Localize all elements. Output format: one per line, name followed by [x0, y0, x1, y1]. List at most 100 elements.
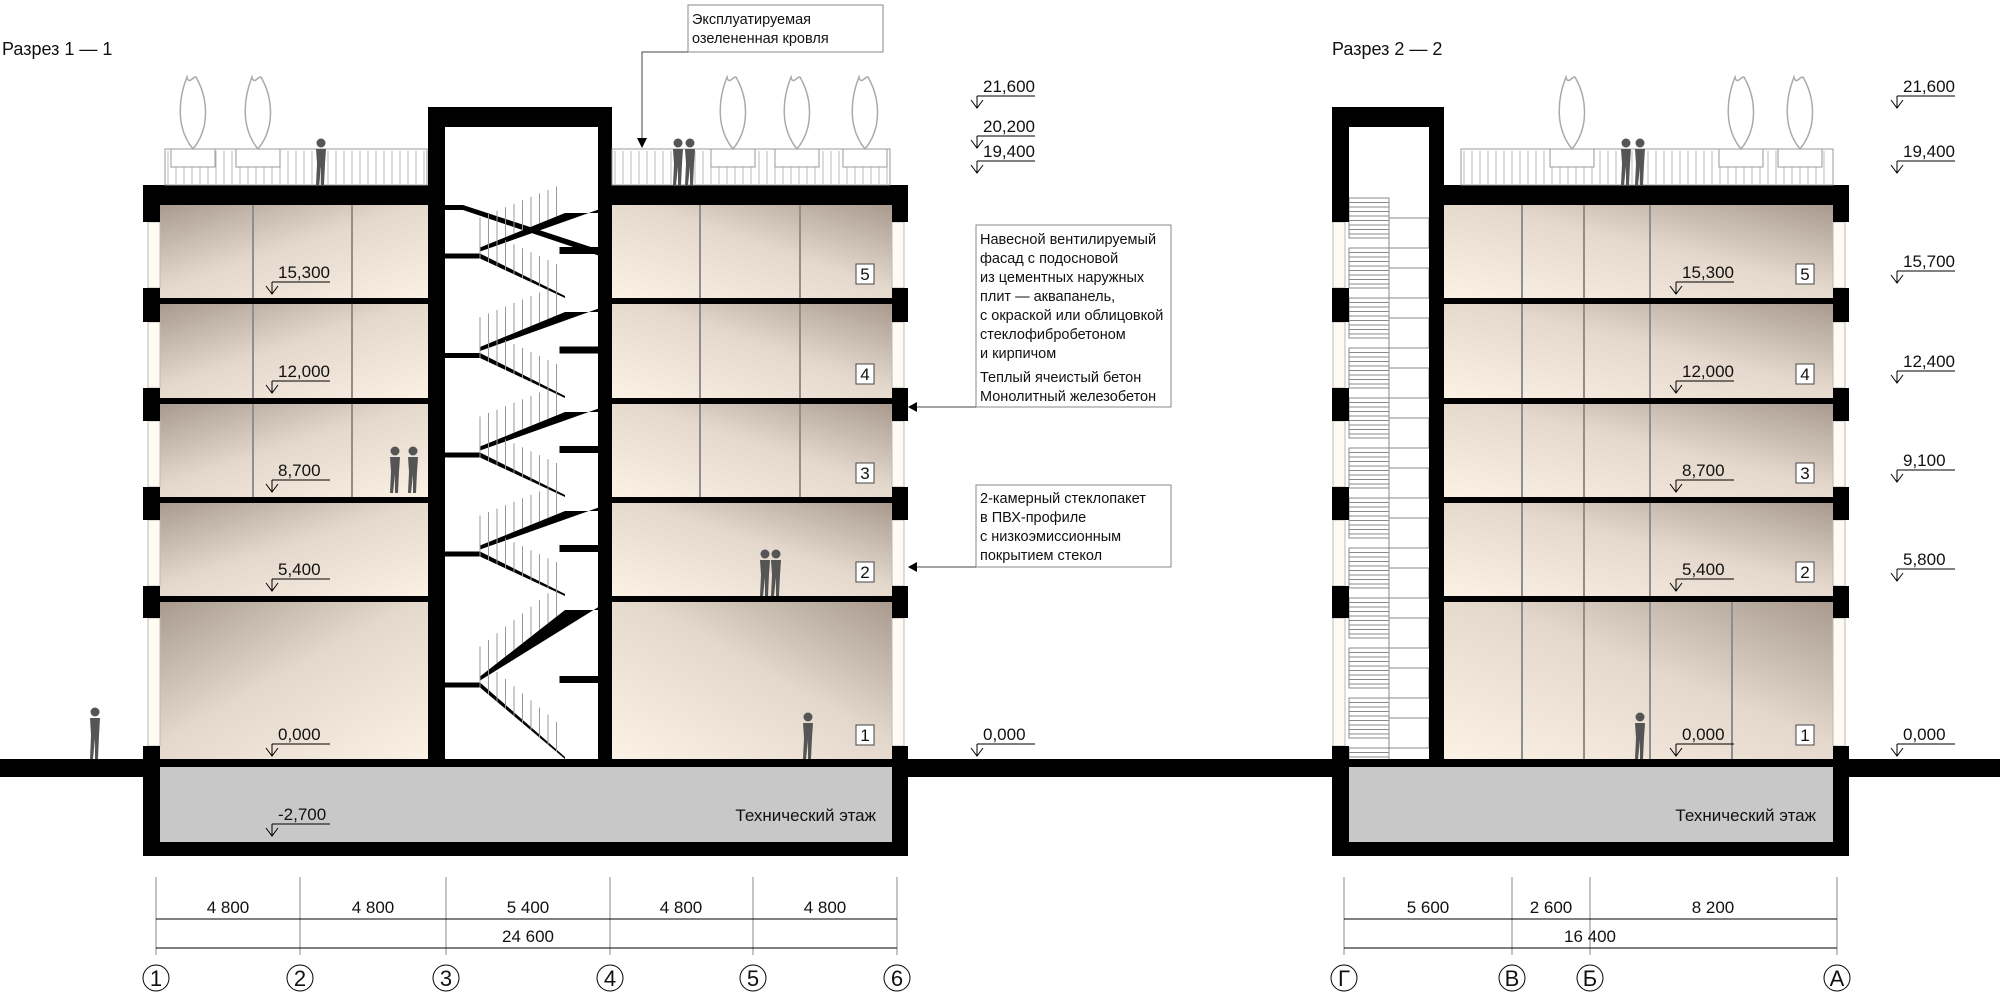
svg-text:покрытием стекол: покрытием стекол: [980, 548, 1102, 564]
axis-marker-2: 2: [286, 964, 314, 992]
rooms-2: [1444, 205, 1833, 759]
svg-text:4: 4: [860, 365, 869, 384]
section-1-title: Разрез 1 — 1: [2, 39, 112, 59]
svg-text:2 600: 2 600: [1530, 898, 1573, 917]
svg-text:9,100: 9,100: [1903, 451, 1946, 470]
outer-levels-1: 21,600 20,200 19,400 0,000: [970, 77, 1035, 757]
callout-facade: Навесной вентилируемый фасад с подосново…: [908, 224, 1172, 412]
svg-text:1: 1: [1800, 726, 1809, 745]
svg-text:2-камерный стеклопакет: 2-камерный стеклопакет: [980, 491, 1146, 507]
svg-text:с окраской или облицовкой: с окраской или облицовкой: [980, 308, 1163, 324]
level-mark: 15,300: [265, 263, 330, 295]
svg-text:5: 5: [860, 265, 869, 284]
svg-text:Монолитный железобетон: Монолитный железобетон: [980, 389, 1156, 405]
svg-text:5,400: 5,400: [1682, 560, 1725, 579]
svg-text:4 800: 4 800: [660, 898, 703, 917]
dimension-values-2: 5 600 2 600 8 200 16 400: [1407, 898, 1735, 946]
axes-1: 1 2 3 4 5 6: [142, 964, 911, 992]
svg-text:20,200: 20,200: [983, 117, 1035, 136]
svg-text:5: 5: [1800, 265, 1809, 284]
svg-text:12,400: 12,400: [1903, 352, 1955, 371]
structure-2: [1332, 107, 2000, 856]
svg-text:В: В: [1505, 966, 1520, 991]
svg-text:5: 5: [747, 966, 759, 991]
axis-marker-6: 6: [883, 964, 911, 992]
svg-text:из цементных наружных: из цементных наружных: [980, 270, 1145, 286]
axes-2: Г В Б А: [1330, 964, 1851, 992]
svg-text:15,700: 15,700: [1903, 252, 1955, 271]
svg-text:2: 2: [860, 563, 869, 582]
svg-text:4: 4: [1800, 365, 1809, 384]
svg-text:3: 3: [860, 464, 869, 483]
floor-number-3: 3: [855, 462, 875, 484]
floor-number-3: 3: [1795, 462, 1815, 484]
svg-text:5 400: 5 400: [507, 898, 550, 917]
roof-terrace-2: [1460, 148, 1834, 186]
axis-marker-4: 4: [596, 964, 624, 992]
axis-marker-5: 5: [739, 964, 767, 992]
structure-1: [0, 107, 1334, 856]
svg-text:2: 2: [1800, 563, 1809, 582]
facade-windows-1: [147, 221, 905, 747]
svg-text:21,600: 21,600: [1903, 77, 1955, 96]
svg-text:6: 6: [891, 966, 903, 991]
svg-text:озелененная кровля: озелененная кровля: [692, 31, 829, 47]
dimensions-2: [1343, 877, 1838, 955]
floor-number-2: 2: [855, 561, 875, 583]
svg-text:2: 2: [294, 966, 306, 991]
axis-marker-b: Б: [1576, 964, 1604, 992]
svg-text:Навесной вентилируемый: Навесной вентилируемый: [980, 232, 1156, 248]
svg-text:12,000: 12,000: [1682, 362, 1734, 381]
svg-text:5,400: 5,400: [278, 560, 321, 579]
svg-text:1: 1: [150, 966, 162, 991]
floor-number-4: 4: [1795, 363, 1815, 385]
svg-text:5 600: 5 600: [1407, 898, 1450, 917]
axis-marker-v: В: [1498, 964, 1526, 992]
level-mark: -2,700: [265, 805, 330, 837]
svg-text:8,700: 8,700: [278, 461, 321, 480]
svg-text:Теплый ячеистый бетон: Теплый ячеистый бетон: [980, 370, 1141, 386]
right-block-rooms: [612, 205, 892, 759]
svg-text:Б: Б: [1583, 966, 1597, 991]
dimension-total-1: 24 600: [502, 927, 554, 946]
stair-tower-2: [1348, 127, 1430, 799]
tech-floor-label-1: Технический этаж: [735, 806, 876, 825]
svg-text:3: 3: [440, 966, 452, 991]
svg-text:21,600: 21,600: [983, 77, 1035, 96]
floor-number-5: 5: [1795, 263, 1815, 285]
svg-text:и кирпичом: и кирпичом: [980, 346, 1056, 362]
svg-text:5,800: 5,800: [1903, 550, 1946, 569]
svg-text:8 200: 8 200: [1692, 898, 1735, 917]
svg-text:12,000: 12,000: [278, 362, 330, 381]
svg-text:плит — аквапанель,: плит — аквапанель,: [980, 289, 1115, 305]
svg-text:Эксплуатируемая: Эксплуатируемая: [692, 12, 811, 28]
svg-text:0,000: 0,000: [983, 725, 1026, 744]
svg-text:4 800: 4 800: [352, 898, 395, 917]
dimensions-1: [155, 877, 898, 955]
svg-text:4: 4: [604, 966, 616, 991]
axis-marker-3: 3: [432, 964, 460, 992]
floor-number-5: 5: [855, 263, 875, 285]
level-mark: 5,400: [265, 560, 330, 592]
mullions-1: [252, 205, 801, 497]
dimension-values-1: 4 800 4 800 5 400 4 800 4 800 24 600: [207, 898, 847, 946]
level-mark: 0,000: [265, 725, 330, 757]
section-1-1: Разрез 1 — 1: [0, 39, 1334, 992]
inner-levels-2: 15,300 12,000 8,700 5,400 0,000: [1669, 263, 1734, 757]
svg-text:0,000: 0,000: [278, 725, 321, 744]
left-block-rooms: [160, 205, 443, 759]
svg-text:0,000: 0,000: [1682, 725, 1725, 744]
floor-number-4: 4: [855, 363, 875, 385]
level-mark: 8,700: [265, 461, 330, 493]
svg-text:стеклофибробетоном: стеклофибробетоном: [980, 327, 1126, 343]
tech-floor-2: [1349, 767, 1833, 842]
axis-marker-g: Г: [1330, 964, 1358, 992]
floor-number-1: 1: [1795, 724, 1815, 746]
svg-text:Г: Г: [1338, 966, 1350, 991]
axis-marker-1: 1: [142, 964, 170, 992]
svg-text:3: 3: [1800, 464, 1809, 483]
floor-number-1: 1: [855, 724, 875, 746]
svg-text:8,700: 8,700: [1682, 461, 1725, 480]
tech-floor-1: [160, 767, 892, 842]
